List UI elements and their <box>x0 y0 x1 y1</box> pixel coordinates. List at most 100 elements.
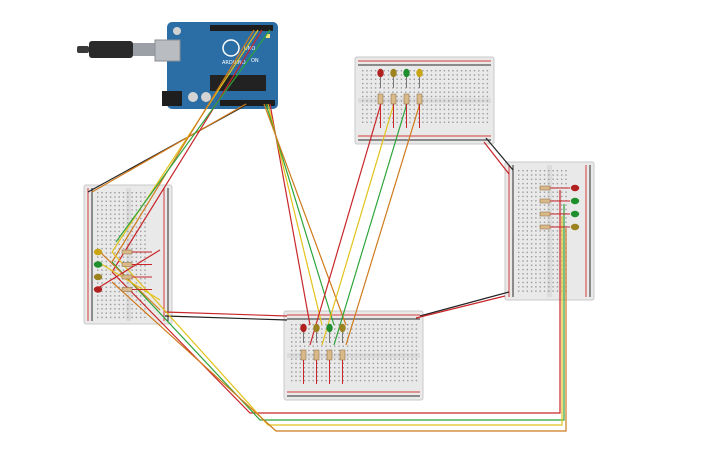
resistor[interactable] <box>390 93 397 105</box>
led-green[interactable] <box>93 261 103 268</box>
breadboard-hole <box>291 371 293 373</box>
breadboard-hole <box>556 281 559 284</box>
breadboard-hole <box>140 269 142 271</box>
led-amber[interactable] <box>339 323 346 333</box>
breadboard-hole <box>552 256 554 258</box>
breadboard-hole <box>518 221 520 223</box>
led-amber[interactable] <box>93 273 103 281</box>
breadboard-hole <box>312 349 314 352</box>
breadboard-hole <box>400 100 403 102</box>
led-green[interactable] <box>570 210 580 218</box>
breadboard-hole <box>398 324 400 326</box>
breadboard-hole <box>465 70 467 72</box>
breadboard-hole <box>518 264 520 266</box>
breadboard-hole <box>530 187 533 189</box>
breadboard-hole <box>364 324 366 326</box>
breadboard-hole <box>295 367 297 369</box>
breadboard-hole <box>299 354 301 356</box>
led-yellow[interactable] <box>416 68 423 78</box>
breadboard-hole <box>114 213 116 215</box>
led-amber[interactable] <box>390 68 397 78</box>
breadboard-bottom-center[interactable] <box>283 310 424 401</box>
breadboard-hole <box>359 345 362 347</box>
breadboard-hole <box>355 367 357 369</box>
breadboard-hole <box>452 108 454 111</box>
breadboard-hole <box>299 358 301 360</box>
breadboard-hole <box>394 379 396 382</box>
breadboard-hole <box>469 70 471 72</box>
led-yellow[interactable] <box>93 248 103 256</box>
breadboard-hole <box>383 104 385 106</box>
breadboard-hole <box>101 209 103 211</box>
breadboard-hole <box>530 286 533 288</box>
breadboard-hole <box>372 358 375 360</box>
breadboard-top-center[interactable] <box>354 56 495 145</box>
breadboard-hole <box>460 87 463 89</box>
breadboard-hole <box>127 192 129 194</box>
breadboard-hole <box>131 209 133 211</box>
breadboard-hole <box>522 174 524 176</box>
resistor[interactable] <box>121 262 133 267</box>
led-green[interactable] <box>570 197 580 205</box>
resistor[interactable] <box>539 185 551 191</box>
breadboard-hole <box>430 78 433 80</box>
led-red[interactable] <box>93 286 103 293</box>
led-amber[interactable] <box>313 323 320 333</box>
breadboard-hole <box>548 182 550 185</box>
breadboard-hole <box>522 178 524 180</box>
breadboard-hole <box>97 247 99 250</box>
breadboard-hole <box>407 358 409 360</box>
led-red[interactable] <box>377 68 384 78</box>
breadboard-hole <box>114 217 116 220</box>
resistor[interactable] <box>539 211 551 217</box>
led-amber[interactable] <box>570 223 580 231</box>
breadboard-hole <box>526 225 528 228</box>
led-red[interactable] <box>570 184 580 192</box>
resistor[interactable] <box>539 224 551 230</box>
breadboard-hole <box>295 324 297 326</box>
breadboard-right[interactable] <box>504 161 595 301</box>
resistor[interactable] <box>377 93 384 105</box>
led-green[interactable] <box>403 68 410 78</box>
breadboard-hole <box>372 332 375 334</box>
breadboard-hole <box>400 78 403 80</box>
resistor[interactable] <box>313 349 320 361</box>
breadboard-hole <box>308 371 310 373</box>
breadboard-hole <box>526 191 528 193</box>
resistor[interactable] <box>121 249 133 255</box>
resistor[interactable] <box>403 93 410 105</box>
breadboard-hole <box>526 251 528 254</box>
breadboard-hole <box>109 217 112 220</box>
resistor[interactable] <box>121 287 133 292</box>
breadboard-hole <box>109 196 112 198</box>
resistor[interactable] <box>121 274 133 280</box>
breadboard-hole <box>144 290 146 293</box>
breadboard-hole <box>114 269 116 271</box>
breadboard-hole <box>101 222 103 224</box>
breadboard-hole <box>374 95 377 98</box>
led-green[interactable] <box>326 323 333 333</box>
breadboard-hole <box>526 268 528 271</box>
breadboard-hole <box>131 243 133 245</box>
resistor[interactable] <box>539 198 551 204</box>
breadboard-hole <box>456 113 458 115</box>
breadboard-hole <box>308 362 310 365</box>
resistor[interactable] <box>326 349 333 361</box>
resistor[interactable] <box>416 93 423 105</box>
breadboard-hole <box>131 235 133 237</box>
breadboard-hole <box>118 303 120 306</box>
breadboard-hole <box>422 108 424 111</box>
breadboard-hole <box>426 104 428 106</box>
breadboard-hole <box>535 260 537 262</box>
breadboard-hole <box>387 100 390 102</box>
resistor[interactable] <box>339 349 346 361</box>
breadboard-hole <box>543 204 546 206</box>
breadboard-hole <box>526 277 528 279</box>
resistor[interactable] <box>300 349 307 361</box>
breadboard-hole <box>469 82 471 85</box>
breadboard-hole <box>556 264 559 266</box>
breadboard-hole <box>407 332 409 334</box>
breadboard-hole <box>456 87 458 89</box>
led-red[interactable] <box>300 323 307 333</box>
